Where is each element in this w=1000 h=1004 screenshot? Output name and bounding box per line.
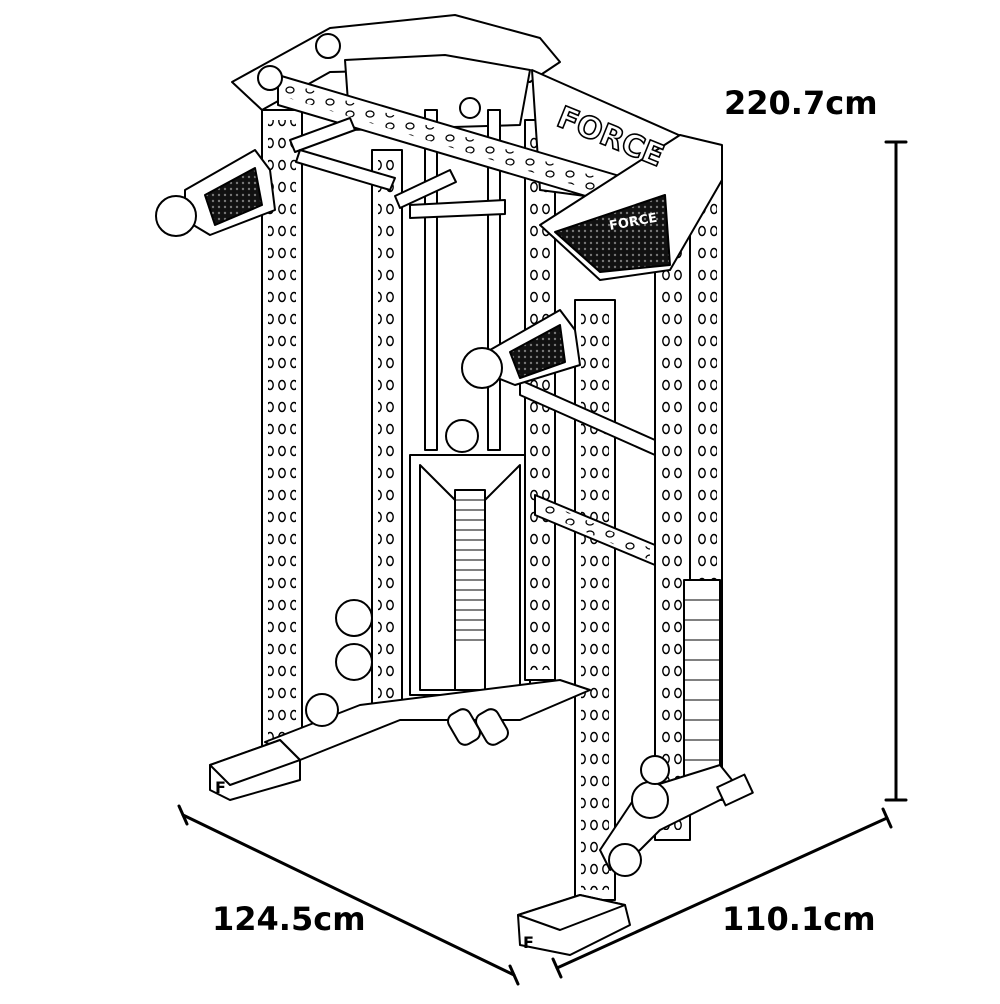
depth-label: 110.1cm (722, 900, 876, 938)
left-mid-upright-holes (378, 160, 398, 700)
pulley-icon-top-left (257, 65, 283, 91)
left-pulley-arm-dark (204, 167, 263, 226)
rear-right-base (599, 764, 741, 871)
pulley-icon-left-arm (155, 195, 197, 237)
pulley-icon-left-low-1 (335, 599, 373, 637)
frame-lines (184, 14, 754, 956)
height-label: 220.7cm (724, 84, 878, 122)
right-front-foot-top (517, 894, 626, 931)
cable-handles (447, 708, 509, 746)
top-crossbeam-holes (285, 82, 640, 205)
pulley-icon-right-low-3 (640, 755, 670, 785)
guide-rod-left (424, 109, 438, 451)
width-tick-left (177, 804, 189, 826)
pulley-icon-right-arm (461, 347, 503, 389)
pulley-icon-left-base (305, 693, 339, 727)
pulley-icon-top-mid (459, 97, 481, 119)
left-rear-upright-holes (268, 120, 296, 740)
pulley-icon-right-low-1 (631, 781, 669, 819)
side-bar-upper (519, 379, 656, 456)
pulley-icon-right-low-2 (608, 843, 642, 877)
base-frame (264, 679, 591, 761)
depth-tick-right (881, 807, 893, 829)
side-weight-plates (684, 599, 720, 761)
right-front-upright-holes (581, 310, 609, 890)
pulley-icon-top-right (315, 33, 341, 59)
weight-plates (455, 499, 485, 641)
depth-dimension-line (555, 816, 889, 970)
shroud-right-face (484, 464, 521, 691)
pulley-icon-center (445, 419, 479, 453)
cable-handle-icon-right (475, 708, 509, 746)
right-cap-dark (554, 194, 671, 273)
side-bar-middle-holes (540, 500, 650, 560)
left-foot-top (209, 739, 301, 786)
right-pulley-arm-dark (509, 324, 566, 379)
right-far-upright-holes (660, 230, 685, 830)
left-foot-logo: F (215, 778, 226, 797)
width-dimension-line (181, 813, 516, 977)
rear-right-foot-plate (716, 773, 754, 807)
right-foot-logo: F (523, 933, 534, 952)
pulley-wheels (155, 33, 670, 877)
depth-tick-left (551, 957, 563, 979)
pulley-icon-left-low-2 (335, 643, 373, 681)
cable-handle-icon-left (447, 708, 481, 746)
width-label: 124.5cm (212, 900, 366, 938)
pullup-bars (289, 117, 506, 219)
shroud-left-face (419, 464, 456, 691)
width-tick-right (508, 964, 520, 986)
dimension-lines (177, 140, 908, 986)
